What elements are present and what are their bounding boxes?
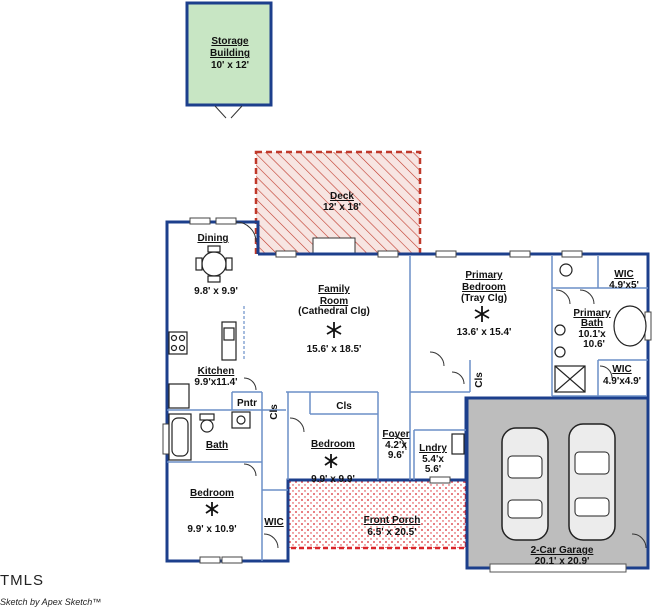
primary-bath-dim-2: 10.6' [583, 339, 605, 350]
primary-bed-name-2: Bedroom [462, 282, 506, 293]
stove-icon [168, 331, 188, 355]
foyer-dim-2: 9.6' [388, 450, 404, 461]
garage-dim: 20.1' x 20.9' [535, 556, 590, 567]
garage: 2-Car Garage 20.1' x 20.9' [465, 396, 650, 573]
kitchen-island-icon [221, 306, 245, 361]
ceiling-fan-icon [326, 322, 342, 338]
family-dim: 15.6' x 18.5' [307, 344, 362, 355]
bedroom3-name: Bedroom [190, 488, 234, 499]
garage-name: 2-Car Garage [531, 545, 594, 556]
closet-name-1: Cls [269, 404, 280, 420]
primary-bed-dim: 13.6' x 15.4' [457, 327, 512, 338]
pantry-name: Pntr [237, 398, 257, 409]
primary-bath-dim-1: 10.1'x [578, 329, 606, 340]
house-outline [165, 220, 470, 563]
primary-bed-name-1: Primary [465, 270, 503, 281]
sink-icon [231, 411, 251, 429]
deck-dim: 12' x 18' [323, 202, 361, 213]
porch-dim: 6.5' x 20.5' [367, 527, 416, 538]
wic1-dim: 4.9'x5' [609, 280, 639, 291]
windows [162, 217, 652, 564]
closet-name-3: Cls [474, 372, 485, 388]
fridge-icon [168, 383, 190, 409]
wic2-dim: 4.9'x4.9' [603, 376, 641, 387]
family-name-1: Family [318, 284, 350, 295]
ceiling-fan-icon [474, 306, 490, 322]
deck-name: Deck [330, 191, 354, 202]
dining-name: Dining [197, 233, 228, 244]
laundry-fixtures [451, 433, 465, 455]
family-name-2: Room [320, 296, 348, 307]
wic1-name: WIC [614, 269, 633, 280]
dining-dim: 9.8' x 9.9' [194, 286, 238, 297]
garage-door [489, 563, 627, 573]
car-icon [568, 423, 616, 541]
laundry-name: Lndry [419, 443, 447, 454]
primary-bath-name-2: Bath [581, 318, 603, 329]
porch-name: Front Porch [364, 515, 421, 526]
door-swings [235, 221, 647, 549]
family-name-3: (Cathedral Clg) [298, 306, 370, 317]
storage-dim: 10' x 12' [211, 60, 249, 71]
wic3-name: WIC [264, 517, 283, 528]
wic2-name: WIC [612, 364, 631, 375]
front-porch: Front Porch 6.5' x 20.5' [286, 478, 468, 550]
bedroom3-dim: 9.9' x 10.9' [187, 524, 236, 535]
storage-building: Storage Building 10' x 12' [185, 1, 273, 119]
sketch-credit: Sketch by Apex Sketch™ [0, 597, 102, 607]
laundry-dim-1: 5.4'x [422, 454, 444, 465]
ceiling-fan-icon [324, 454, 338, 468]
source-label: TMLS [0, 572, 45, 589]
toilet-icon [199, 413, 215, 433]
storage-name-2: Building [210, 48, 250, 59]
dining-table-icon [195, 245, 233, 283]
kitchen-name: Kitchen [198, 366, 235, 377]
primary-bed-name-3: (Tray Clg) [461, 293, 507, 304]
house-outline-right [420, 252, 650, 398]
car-icon [501, 427, 549, 541]
bath-name: Bath [206, 440, 228, 451]
storage-name-1: Storage [211, 36, 249, 47]
fireplace-icon [312, 237, 356, 255]
kitchen-dim: 9.9'x11.4' [194, 377, 237, 388]
primary-bath-name-1: Primary [573, 308, 611, 319]
foyer-dim-1: 4.2'x [385, 440, 407, 451]
deck: Deck 12' x 18' [254, 150, 422, 256]
foyer-name: Foyer [382, 429, 409, 440]
primary-bath-fixtures [554, 263, 647, 393]
laundry-dim-2: 5.6' [425, 464, 441, 475]
bedroom2-dim: 9.9' x 9.9' [311, 474, 355, 485]
ceiling-fan-icon [205, 502, 219, 516]
bathtub-icon [168, 413, 192, 461]
interior-walls [167, 256, 648, 561]
bedroom2-name: Bedroom [311, 439, 355, 450]
closet-name-2: Cls [336, 401, 352, 412]
